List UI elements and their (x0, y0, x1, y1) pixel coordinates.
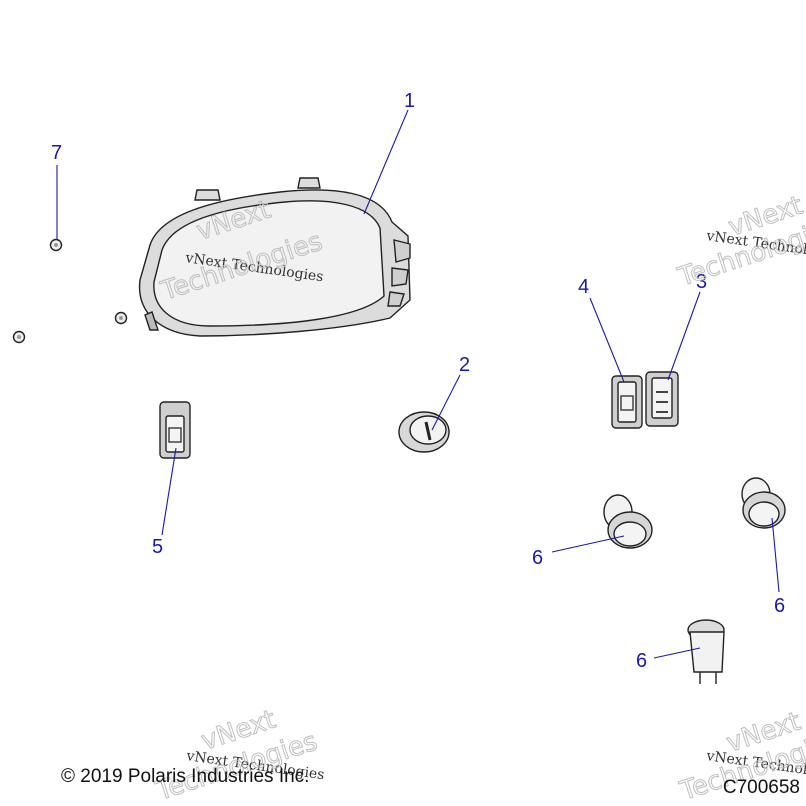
leader-6a (551, 535, 625, 553)
leader-2 (431, 374, 461, 431)
callout-4: 4 (578, 276, 589, 298)
rocker-switch-5 (159, 401, 191, 459)
hex-nut-a (49, 238, 63, 252)
leader-4 (589, 297, 625, 383)
callout-2: 2 (459, 354, 470, 376)
leader-6b (771, 517, 780, 593)
watermark-bottom-center: vNext Technologies vNext Technologies (151, 704, 325, 806)
rocker-switch-3 (645, 371, 679, 427)
callout-6c: 6 (636, 650, 647, 672)
instrument-cluster (138, 177, 411, 337)
callout-3: 3 (696, 271, 707, 293)
hex-nut-b (12, 330, 26, 344)
leader-3 (667, 291, 701, 381)
hex-nut-c (114, 311, 128, 325)
callout-7: 7 (51, 142, 62, 164)
indicator-lamp-a (603, 494, 653, 549)
callout-6a: 6 (532, 547, 543, 569)
leader-5 (161, 447, 177, 536)
round-knob (398, 411, 450, 453)
leader-lines (56, 109, 780, 659)
leader-1 (363, 109, 409, 215)
rocker-switch-4 (611, 375, 643, 429)
indicator-lamp-b (741, 477, 786, 529)
callout-5: 5 (152, 536, 163, 558)
copyright-notice: © 2019 Polaris Industries Inc. (61, 766, 309, 787)
figure-id: C700658 (723, 777, 800, 798)
callout-6b: 6 (774, 595, 785, 617)
indicator-lamp-c (687, 619, 725, 684)
callout-1: 1 (404, 90, 415, 112)
watermark-right-top: vNext Technologies vNext Technologies (673, 190, 806, 293)
leader-6c (653, 647, 701, 659)
